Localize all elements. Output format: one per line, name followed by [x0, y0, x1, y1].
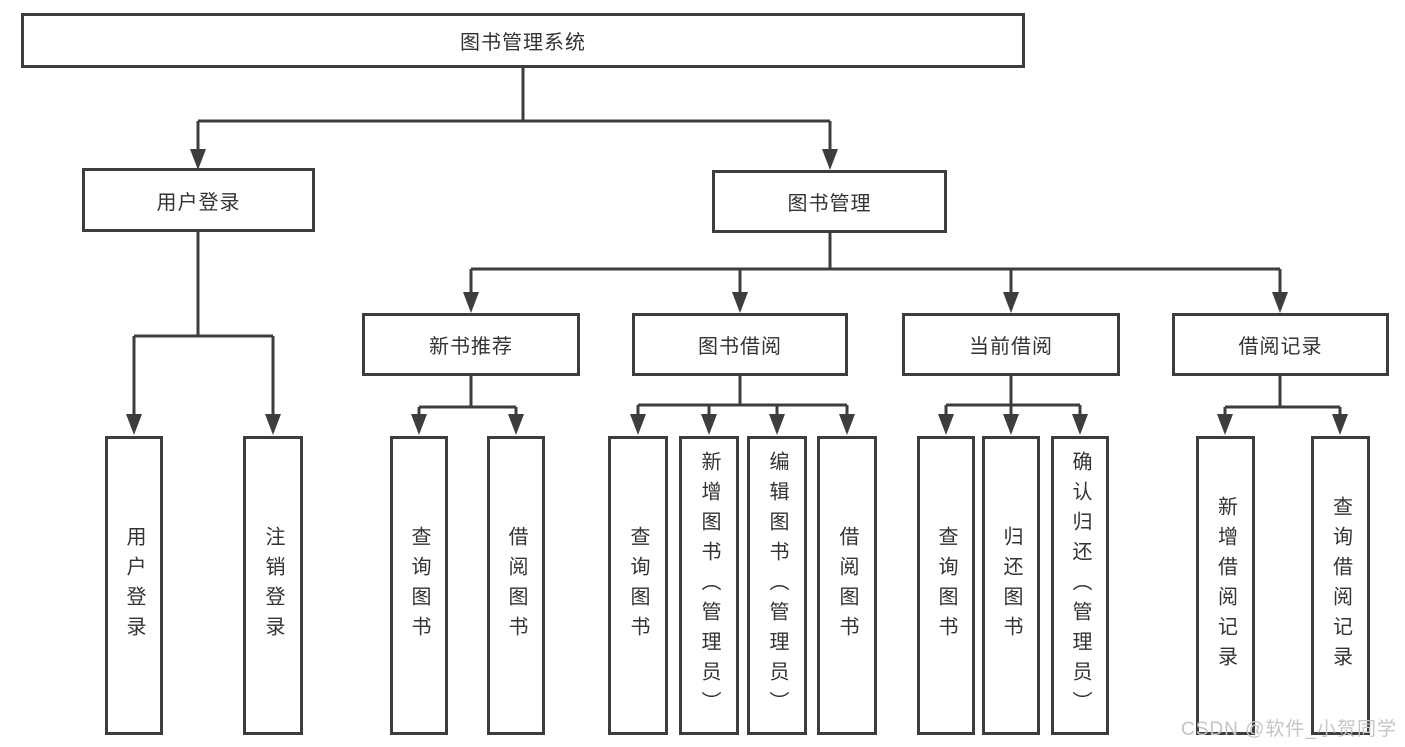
leaf-add-borrow-record: 新增借阅记录: [1196, 436, 1255, 735]
leaf-user-login: 用户登录: [105, 436, 163, 735]
leaf-borrowing-borrow-books-label: 借阅图书: [836, 525, 858, 646]
node-user-login-label: 用户登录: [156, 191, 241, 214]
leaf-confirm-return-admin: 确认归还（管理员）: [1051, 436, 1109, 735]
leaf-edit-books-admin: 编辑图书（管理员）: [747, 436, 807, 735]
leaf-confirm-return-admin-label: 确认归还（管理员）: [1069, 450, 1091, 721]
leaf-edit-books-admin-label: 编辑图书（管理员）: [766, 450, 788, 721]
leaf-query-borrow-record-label: 查询借阅记录: [1329, 495, 1352, 676]
node-library-system-label: 图书管理系统: [460, 32, 586, 54]
leaf-recommend-borrow-books: 借阅图书: [487, 436, 545, 735]
leaf-borrowing-borrow-books: 借阅图书: [817, 436, 877, 735]
node-book-borrowing-label: 图书借阅: [698, 336, 782, 358]
leaf-return-books-label: 归还图书: [1000, 525, 1022, 646]
leaf-query-borrow-record: 查询借阅记录: [1311, 436, 1370, 735]
leaf-user-login-label: 用户登录: [123, 525, 145, 646]
node-new-book-recommend: 新书推荐: [362, 313, 580, 376]
node-current-borrowing-label: 当前借阅: [969, 336, 1053, 358]
node-borrowing-records-label: 借阅记录: [1238, 336, 1323, 358]
leaf-return-books: 归还图书: [982, 436, 1040, 735]
node-library-system: 图书管理系统: [21, 13, 1025, 68]
leaf-logout: 注销登录: [243, 436, 303, 735]
leaf-borrowing-query-books: 查询图书: [608, 436, 668, 735]
leaf-borrowing-query-books-label: 查询图书: [627, 525, 649, 646]
leaf-recommend-query-books: 查询图书: [390, 436, 448, 735]
node-book-management: 图书管理: [712, 170, 947, 233]
node-book-management-label: 图书管理: [787, 193, 872, 215]
leaf-recommend-query-books-label: 查询图书: [408, 525, 430, 646]
node-new-book-recommend-label: 新书推荐: [429, 336, 513, 358]
leaf-current-query-books-label: 查询图书: [935, 525, 957, 646]
leaf-add-borrow-record-label: 新增借阅记录: [1214, 495, 1237, 676]
node-borrowing-records: 借阅记录: [1172, 313, 1389, 376]
leaf-recommend-borrow-books-label: 借阅图书: [505, 525, 527, 646]
leaf-current-query-books: 查询图书: [917, 436, 975, 735]
leaf-add-books-admin: 新增图书（管理员）: [679, 436, 739, 735]
leaf-logout-label: 注销登录: [262, 525, 284, 646]
node-user-login: 用户登录: [82, 168, 315, 232]
node-book-borrowing: 图书借阅: [632, 313, 848, 376]
node-current-borrowing: 当前借阅: [902, 313, 1120, 376]
watermark: CSDN @软件_小贺同学: [1181, 719, 1397, 740]
leaf-add-books-admin-label: 新增图书（管理员）: [698, 450, 720, 721]
